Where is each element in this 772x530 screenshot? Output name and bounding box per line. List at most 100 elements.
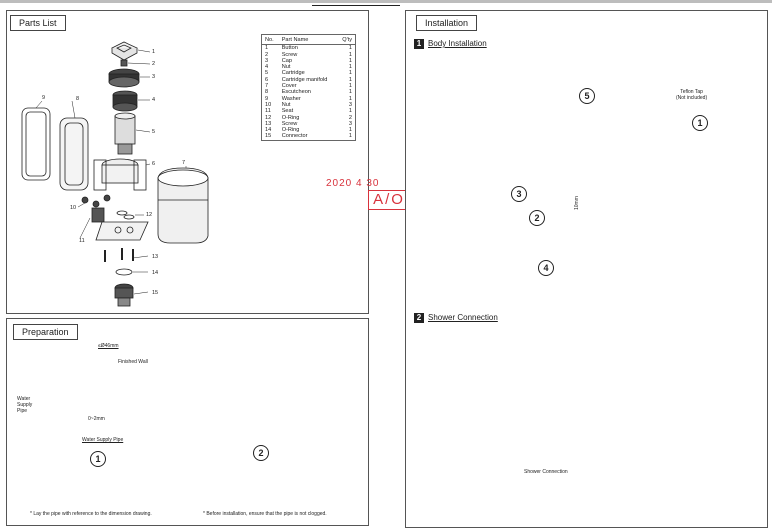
water-supply-pipe-label: Water Supply Pipe xyxy=(82,437,124,443)
row-name: Cover xyxy=(281,83,297,90)
install-step-1: 1 xyxy=(692,115,708,131)
table-row: 9 Washer 1 xyxy=(262,96,356,102)
row-no: 13 xyxy=(265,120,272,127)
table-row: 12 O-Ring 2 xyxy=(262,115,356,121)
finished-wall-label: Finished Wall xyxy=(118,359,148,365)
table-row: 14 O-Ring 1 xyxy=(262,127,356,133)
callout-10: 10 xyxy=(70,205,77,211)
parts-list-title: Parts List xyxy=(10,15,66,31)
callout-14: 14 xyxy=(152,270,159,276)
table-row: 7 Cover 1 xyxy=(262,83,356,89)
section-1-title: Body Installation xyxy=(428,39,487,49)
row-qty: 1 xyxy=(348,45,352,52)
row-no: 14 xyxy=(265,127,272,134)
table-row: 8 Escutcheon 1 xyxy=(262,89,356,95)
top-marker xyxy=(312,0,400,6)
section-body-installation: 1 Body Installation xyxy=(414,39,487,49)
stamp-code: A/O xyxy=(368,190,410,210)
row-qty: 1 xyxy=(348,89,352,96)
row-qty: 1 xyxy=(348,95,352,102)
prep-step-1: 1 xyxy=(90,451,106,467)
row-name: Nut xyxy=(281,64,291,71)
table-row: 3 Cap 1 xyxy=(262,58,356,64)
prep-step-2: 2 xyxy=(253,445,269,461)
install-step-5: 5 xyxy=(579,88,595,104)
row-qty: 3 xyxy=(348,101,352,108)
row-name: Escutcheon xyxy=(281,89,311,96)
row-no: 10 xyxy=(265,101,272,108)
install-step-2: 2 xyxy=(529,210,545,226)
header-qty: Q'ty xyxy=(337,34,356,46)
row-qty: 1 xyxy=(348,57,352,64)
table-row: 15 Connector 1 xyxy=(262,133,356,140)
row-qty: 1 xyxy=(348,133,352,140)
row-qty: 1 xyxy=(348,127,352,134)
table-row: 11 Seat 1 xyxy=(262,108,356,114)
row-qty: 2 xyxy=(348,114,352,121)
row-qty: 1 xyxy=(348,64,352,71)
row-qty: 1 xyxy=(348,76,352,83)
row-name: O-Ring xyxy=(281,114,300,121)
row-name: Connector xyxy=(281,133,308,140)
row-qty: 1 xyxy=(348,83,352,90)
prep-note-1: * Lay the pipe with reference to the dim… xyxy=(30,511,152,517)
row-no: 3 xyxy=(265,57,269,64)
table-row: 1 Button 1 xyxy=(262,45,356,52)
row-no: 8 xyxy=(265,89,269,96)
install-step-3: 3 xyxy=(511,186,527,202)
row-name: Nut xyxy=(281,101,291,108)
row-no: 5 xyxy=(265,70,269,77)
section-2-title: Shower Connection xyxy=(428,313,498,323)
preparation-panel xyxy=(6,318,369,526)
row-name: Cartridge xyxy=(281,70,305,77)
shower-connection-label: Shower Connection xyxy=(524,469,568,475)
row-qty: 1 xyxy=(348,108,352,115)
row-qty: 1 xyxy=(348,51,352,58)
row-no: 15 xyxy=(265,133,272,140)
header-name: Part Name xyxy=(278,34,338,46)
table-row: 10 Nut 3 xyxy=(262,102,356,108)
table-row: 13 Screw 3 xyxy=(262,121,356,127)
row-no: 11 xyxy=(265,108,271,115)
row-name: O-Ring xyxy=(281,127,300,134)
row-no: 12 xyxy=(265,114,272,121)
callout-4: 4 xyxy=(152,97,156,103)
callout-1: 1 xyxy=(152,49,156,55)
row-name: Cap xyxy=(281,57,292,64)
row-no: 1 xyxy=(265,45,269,52)
table-row: 5 Cartridge 1 xyxy=(262,70,356,76)
section-1-number: 1 xyxy=(414,39,424,49)
callout-11: 11 xyxy=(79,238,85,244)
row-no: 2 xyxy=(265,51,269,58)
row-no: 7 xyxy=(265,83,269,90)
callout-2: 2 xyxy=(152,61,156,67)
row-name: Washer xyxy=(281,95,301,102)
row-no: 9 xyxy=(265,95,269,102)
header-no: No. xyxy=(261,34,279,46)
row-name: Screw xyxy=(281,51,298,58)
row-name: Screw xyxy=(281,120,298,127)
row-no: 6 xyxy=(265,76,269,83)
row-qty: 1 xyxy=(348,70,352,77)
callout-3: 3 xyxy=(152,74,156,80)
parts-table-header: No. Part Name Q'ty xyxy=(261,34,356,46)
row-qty: 3 xyxy=(348,120,352,127)
row-name: Seat xyxy=(281,108,294,115)
callout-7: 7 xyxy=(182,160,186,166)
preparation-title: Preparation xyxy=(13,324,78,340)
water-supply-label: Water Supply Pipe xyxy=(17,396,33,414)
stamp-date: 2020 4 30 xyxy=(326,178,380,189)
callout-13: 13 xyxy=(152,254,159,260)
prep-note-2: * Before installation, ensure that the p… xyxy=(203,511,327,517)
callout-5: 5 xyxy=(152,129,156,135)
install-step-4: 4 xyxy=(538,260,554,276)
dim-top-label: ≤Ø46mm xyxy=(98,343,119,349)
row-name: Button xyxy=(281,45,298,52)
callout-15: 15 xyxy=(152,290,159,296)
callout-12: 12 xyxy=(146,212,153,218)
table-row: 2 Screw 1 xyxy=(262,52,356,58)
